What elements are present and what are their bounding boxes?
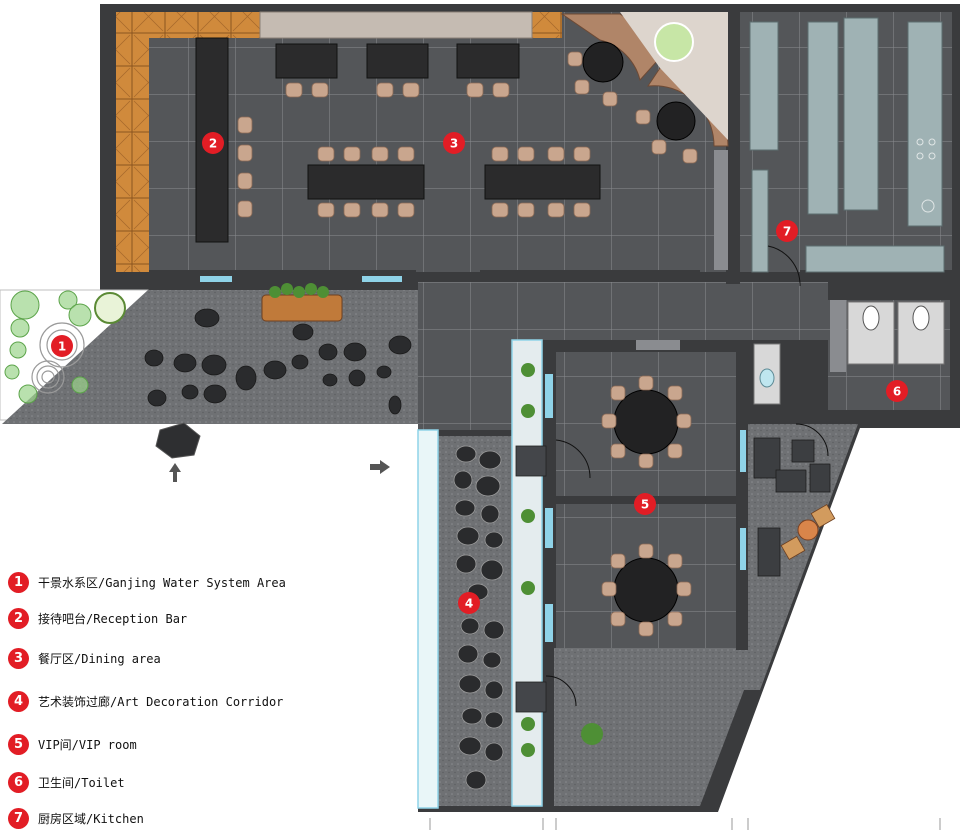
legend-item-dining-area: 3 餐厅区/Dining area xyxy=(8,646,161,670)
grey-partition xyxy=(830,300,846,372)
vip-chairs xyxy=(601,375,692,637)
legend-label: 接待吧台/Reception Bar xyxy=(38,611,188,626)
svg-text:2: 2 xyxy=(209,137,217,151)
kitchen-counters xyxy=(749,17,945,273)
bar-stools xyxy=(237,116,253,218)
toilet-stalls xyxy=(847,301,945,365)
vip-door-swing xyxy=(555,439,591,479)
corridor-door-swing xyxy=(545,675,577,707)
legend-badge: 1 xyxy=(8,571,29,593)
interior-wall xyxy=(800,270,952,282)
svg-text:7: 7 xyxy=(783,225,791,239)
legend-item-art-decoration-corridor: 4 艺术装饰过廊/Art Decoration Corridor xyxy=(8,689,283,713)
legend-badge: 4 xyxy=(8,690,29,712)
garden-tree xyxy=(94,292,126,324)
lounge-table xyxy=(797,519,819,541)
legend-label: 艺术装饰过廊/Art Decoration Corridor xyxy=(38,694,284,709)
vip-round-table xyxy=(613,557,679,623)
wooden-planter xyxy=(261,294,343,322)
legend-label: VIP间/VIP room xyxy=(38,737,137,752)
storage-shelf xyxy=(149,12,260,38)
stepping-stones xyxy=(144,308,412,415)
round-table xyxy=(656,101,696,141)
washbasin xyxy=(759,368,775,388)
svg-text:3: 3 xyxy=(450,137,458,151)
round-table xyxy=(582,41,624,83)
zone-marker-7: 7 xyxy=(776,220,798,242)
zone-marker-6: 6 xyxy=(886,380,908,402)
entrance-boulder xyxy=(155,422,201,459)
legend-item-vip-room: 5 VIP间/VIP room xyxy=(8,732,137,756)
dining-tables xyxy=(275,43,601,200)
planter-greenery xyxy=(269,283,329,298)
zone-marker-4: 4 xyxy=(458,592,480,614)
stove-burners xyxy=(916,138,936,213)
dining-chairs xyxy=(285,82,591,218)
lounge-stones xyxy=(753,437,831,577)
legend-item-reception-bar: 2 接待吧台/Reception Bar xyxy=(8,606,187,630)
zone-marker-5: 5 xyxy=(634,493,656,515)
corridor-glass-wall xyxy=(417,429,439,809)
legend-label: 卫生间/Toilet xyxy=(38,775,125,790)
interior-wall xyxy=(116,270,416,282)
legend-badge: 5 xyxy=(8,733,29,755)
legend-label: 厨房区域/Kitchen xyxy=(38,811,144,826)
svg-text:5: 5 xyxy=(641,498,649,512)
corridor-plants xyxy=(521,363,603,757)
grey-partition xyxy=(636,340,680,350)
entrance-arrow-up-icon xyxy=(169,463,181,482)
zone-marker-1: 1 xyxy=(51,335,73,357)
entrance-glass xyxy=(362,276,402,282)
storage-shelf xyxy=(532,12,562,38)
legend-badge: 3 xyxy=(8,647,29,669)
booth-chairs xyxy=(567,51,698,164)
corridor-gravel-south xyxy=(548,648,760,806)
zone-marker-2: 2 xyxy=(202,132,224,154)
storage-shelf xyxy=(116,12,149,272)
dimension-ticks xyxy=(429,818,941,830)
zone-marker-3: 3 xyxy=(443,132,465,154)
legend-badge: 7 xyxy=(8,807,29,829)
corridor-benches xyxy=(515,445,547,713)
garden-shrubs xyxy=(4,290,92,404)
legend-badge: 2 xyxy=(8,607,29,629)
interior-wall xyxy=(480,270,700,282)
svg-text:6: 6 xyxy=(893,385,901,399)
legend-item-ganjing-water-system: 1 干景水系区/Ganjing Water System Area xyxy=(8,570,286,594)
svg-text:1: 1 xyxy=(58,340,66,354)
lounge-chair xyxy=(780,536,806,560)
legend-label: 餐厅区/Dining area xyxy=(38,651,161,666)
svg-text:4: 4 xyxy=(465,597,473,611)
entrance-glass xyxy=(200,276,232,282)
legend-item-kitchen: 7 厨房区域/Kitchen xyxy=(8,806,144,830)
vip-round-table xyxy=(613,389,679,455)
entrance-arrow-right-icon xyxy=(370,460,390,474)
booth-backdrop xyxy=(620,12,728,140)
potted-tree xyxy=(654,22,694,62)
interior-wall xyxy=(828,412,952,422)
legend-badge: 6 xyxy=(8,771,29,793)
interior-wall xyxy=(726,12,740,284)
grey-partition xyxy=(714,150,728,270)
lounge-chair xyxy=(810,504,836,528)
glass-inserts xyxy=(545,374,746,642)
wall-counter xyxy=(259,11,533,39)
toilet-door-swing xyxy=(795,423,829,457)
interior-wall xyxy=(736,340,748,650)
legend-item-toilet: 6 卫生间/Toilet xyxy=(8,770,125,794)
legend-label: 干景水系区/Ganjing Water System Area xyxy=(38,575,286,590)
kitchen-door-swing xyxy=(767,245,801,287)
